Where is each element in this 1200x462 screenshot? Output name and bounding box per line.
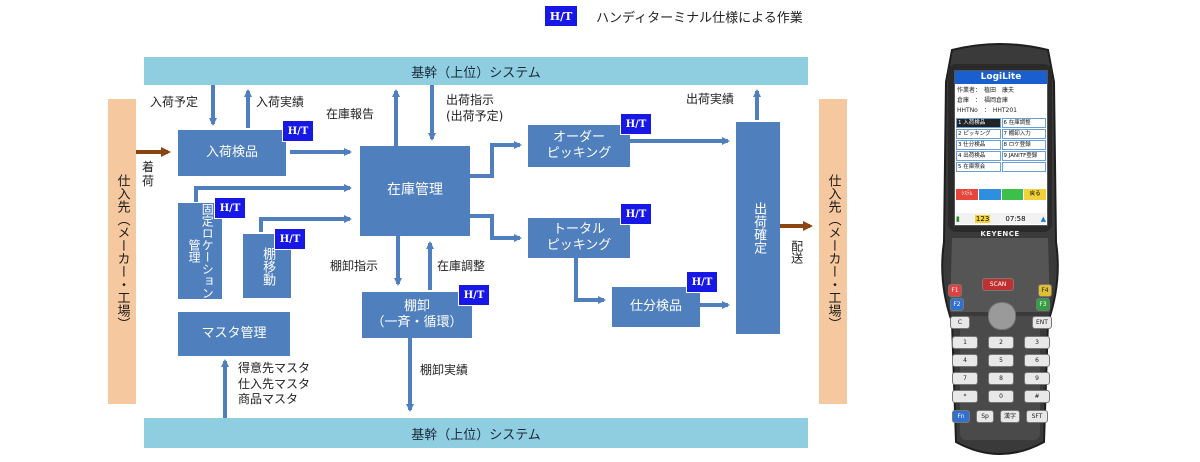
key-7[interactable]: 7 <box>952 372 978 385</box>
arrow-total-to-shiwake <box>574 257 606 304</box>
menu-item[interactable]: 1 入荷検品 <box>956 118 1001 128</box>
box-kotei-location: 固定ロケーション管理 <box>178 203 222 299</box>
key-9[interactable]: 9 <box>1024 372 1050 385</box>
ht-badge-nyuka: H/T <box>282 120 314 142</box>
supplier-right: 仕入先（メーカー・工場） <box>819 99 847 404</box>
warehouse-line: 倉庫 ： 福岡倉庫 <box>957 97 1009 104</box>
ht-badge-order: H/T <box>620 113 652 135</box>
key-star[interactable]: * <box>952 390 978 403</box>
key-2[interactable]: 2 <box>988 336 1014 349</box>
box-order-picking: オーダー ピッキング <box>528 125 630 167</box>
key-sft[interactable]: SFT <box>1026 410 1048 423</box>
key-fn[interactable]: Fn <box>952 410 970 423</box>
device-screen: LogiLite 作業者： 植田 康夫 倉庫 ： 福岡倉庫 HHTNo ： HH… <box>954 70 1048 226</box>
fkey-blue[interactable] <box>978 189 1001 200</box>
supplier-left: 仕入先（メーカー・工場） <box>108 99 136 404</box>
menu-item[interactable]: 2 ピッキング <box>956 129 1001 139</box>
menu-item[interactable]: 3 仕分検品 <box>956 140 1001 150</box>
menu-item[interactable]: 6 在庫調整 <box>1001 118 1046 128</box>
menu-item[interactable]: 9 JANITF登録 <box>1001 151 1046 161</box>
dpad[interactable] <box>988 302 1016 330</box>
arrow-zaiko-to-order <box>470 141 522 178</box>
label-zaiko-hokoku: 在庫報告 <box>326 107 375 121</box>
box-shukka-kakutei: 出荷確定 <box>736 122 780 334</box>
hht-line: HHTNo ： HHT201 <box>957 107 1017 114</box>
box-tanaoroshi: 棚卸 （一斉・循環） <box>362 292 472 338</box>
key-hash[interactable]: # <box>1024 390 1050 403</box>
ht-badge-tanaoroshi: H/T <box>458 284 490 306</box>
screen-fkeys: ｼｽﾃﾑ 戻る <box>956 189 1046 200</box>
key-sp[interactable]: Sp <box>976 410 994 423</box>
battery-icon: ▮ <box>956 214 960 223</box>
screen-status: ▮ 123 07:58 ▲ <box>956 213 1046 224</box>
label-zaiko-chosei: 在庫調整 <box>437 259 486 273</box>
arrow-zaiko-to-total <box>470 214 522 242</box>
ht-badge-tanaido: H/T <box>274 228 306 250</box>
box-total-picking: トータル ピッキング <box>528 218 630 258</box>
screen-info: 作業者： 植田 康夫 倉庫 ： 福岡倉庫 HHTNo ： HHT201 <box>955 84 1047 118</box>
label-haiso: 配送 <box>789 240 804 264</box>
key-1[interactable]: 1 <box>952 336 978 349</box>
legend-text: ハンディターミナル仕様による作業 <box>596 11 803 26</box>
bottom-system-band: 基幹（上位）システム <box>144 418 808 448</box>
label-shukka-jisseki: 出荷実績 <box>686 92 735 106</box>
screen-title: LogiLite <box>955 71 1047 84</box>
key-5[interactable]: 5 <box>988 354 1014 367</box>
box-master-kanri: マスタ管理 <box>178 312 290 356</box>
worker-line: 作業者： 植田 康夫 <box>957 87 1015 94</box>
arrow-tanaido-to-zaiko <box>259 215 352 232</box>
menu-item[interactable]: 5 在庫照会 <box>956 162 1001 172</box>
label-chakka: 着荷 <box>142 160 155 189</box>
box-shiwake-kenpin: 仕分検品 <box>612 287 700 327</box>
label-nyuka-jisseki: 入荷実績 <box>256 95 305 109</box>
key-scan[interactable]: SCAN <box>982 278 1014 291</box>
key-8[interactable]: 8 <box>988 372 1014 385</box>
key-4[interactable]: 4 <box>952 354 978 367</box>
ht-badge-shiwake: H/T <box>686 271 718 293</box>
key-0[interactable]: 0 <box>988 390 1014 403</box>
key-clear[interactable]: C <box>950 316 970 329</box>
fkey-back[interactable]: 戻る <box>1024 189 1046 200</box>
key-f3[interactable]: F3 <box>1036 298 1050 311</box>
status-left: 123 <box>974 214 991 223</box>
label-tanaoroshi-shiji: 棚卸指示 <box>330 259 379 273</box>
signal-icon: ▲ <box>1040 214 1046 223</box>
arrow-kotei-to-zaiko <box>194 184 352 202</box>
menu-item[interactable] <box>1001 162 1046 172</box>
handy-terminal-device: LogiLite 作業者： 植田 康夫 倉庫 ： 福岡倉庫 HHTNo ： HH… <box>938 42 1062 462</box>
key-f1[interactable]: F1 <box>948 284 962 297</box>
label-shukka-shiji: 出荷指示 (出荷予定) <box>446 93 504 123</box>
key-ent[interactable]: ENT <box>1032 316 1052 329</box>
key-kanji[interactable]: 漢字 <box>1000 410 1020 423</box>
key-f2[interactable]: F2 <box>950 298 964 311</box>
menu-item[interactable]: 4 出荷検品 <box>956 151 1001 161</box>
key-3[interactable]: 3 <box>1024 336 1050 349</box>
ht-badge-total: H/T <box>620 203 652 225</box>
screen-menu: 1 入荷検品 6 在庫調整 2 ピッキング 7 棚卸入力 3 仕分検品 8 ロケ… <box>955 118 1047 172</box>
menu-item[interactable]: 7 棚卸入力 <box>1001 129 1046 139</box>
label-tanaoroshi-jisseki: 棚卸実績 <box>420 363 469 377</box>
box-zaiko-kanri: 在庫管理 <box>360 146 470 236</box>
label-nyuka-yotei: 入荷予定 <box>150 95 199 109</box>
top-system-band: 基幹（上位）システム <box>144 57 808 85</box>
ht-badge-kotei: H/T <box>214 197 246 219</box>
fkey-system[interactable]: ｼｽﾃﾑ <box>956 189 978 200</box>
menu-item[interactable]: 8 ロケ登録 <box>1001 140 1046 150</box>
device-brand: KEYENCE <box>980 230 1020 238</box>
label-masters: 得意先マスタ 仕入先マスタ 商品マスタ <box>238 361 311 407</box>
fkey-green[interactable] <box>1001 189 1024 200</box>
legend-ht-badge: H/T <box>544 5 578 27</box>
box-nyuka-kenpin: 入荷検品 <box>178 130 286 176</box>
key-f4[interactable]: F4 <box>1038 284 1052 297</box>
status-time: 07:58 <box>1005 214 1026 223</box>
key-6[interactable]: 6 <box>1024 354 1050 367</box>
